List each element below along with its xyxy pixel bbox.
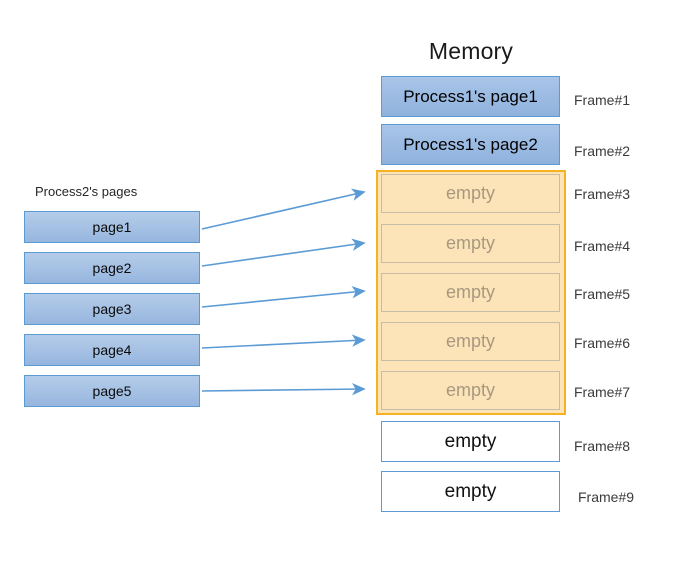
mapping-arrow-page2-frame4 — [201, 238, 366, 267]
process2-pages-label: Process2's pages — [35, 184, 138, 199]
process2-page-5-label: page5 — [92, 383, 132, 399]
memory-frame-4-content: empty — [445, 233, 496, 253]
process2-page-5[interactable]: page5 — [24, 375, 200, 407]
process2-page-3[interactable]: page3 — [24, 293, 200, 325]
memory-frame-8-content: empty — [444, 430, 497, 452]
memory-frame-8-label: Frame#8 — [574, 438, 631, 454]
memory-frame-1-label: Frame#1 — [574, 92, 631, 108]
memory-frame-5-content: empty — [445, 282, 496, 302]
memory-frame-6[interactable]: empty — [381, 322, 560, 361]
mapping-arrow-page4-frame6 — [201, 334, 366, 349]
memory-frame-2[interactable]: Process1's page2 — [381, 124, 560, 165]
memory-frame-7-content: empty — [445, 380, 496, 400]
memory-frame-4[interactable]: empty — [381, 224, 560, 263]
process2-page-2[interactable]: page2 — [24, 252, 200, 284]
memory-frame-1[interactable]: Process1's page1 — [381, 76, 560, 117]
process2-page-1[interactable]: page1 — [24, 211, 200, 243]
process2-page-2-label: page2 — [92, 260, 132, 276]
memory-frame-3[interactable]: empty — [381, 174, 560, 213]
memory-title: Memory — [428, 38, 514, 64]
memory-frame-3-label: Frame#3 — [574, 186, 631, 202]
memory-frame-2-content: Process1's page2 — [403, 134, 538, 154]
memory-frame-9[interactable]: empty — [381, 471, 560, 512]
mapping-arrow-page3-frame5 — [201, 285, 366, 308]
memory-frame-5-label: Frame#5 — [574, 286, 631, 302]
memory-frame-9-label: Frame#9 — [578, 489, 635, 505]
memory-frame-6-label: Frame#6 — [574, 335, 631, 351]
memory-frame-4-label: Frame#4 — [574, 238, 631, 254]
memory-frame-7[interactable]: empty — [381, 371, 560, 410]
memory-frame-7-label: Frame#7 — [574, 384, 631, 400]
memory-frame-8[interactable]: empty — [381, 421, 560, 462]
process2-page-4-label: page4 — [92, 342, 132, 358]
process2-page-3-label: page3 — [92, 301, 132, 317]
process2-page-1-label: page1 — [92, 219, 132, 235]
process2-page-4[interactable]: page4 — [24, 334, 200, 366]
memory-frame-9-content: empty — [444, 480, 497, 502]
memory-frame-3-content: empty — [445, 183, 496, 203]
memory-frame-1-content: Process1's page1 — [403, 86, 538, 106]
memory-frame-6-content: empty — [445, 331, 496, 351]
mapping-arrow-page5-frame7 — [201, 382, 366, 396]
mapping-arrow-page1-frame3 — [201, 188, 366, 230]
memory-frame-2-label: Frame#2 — [574, 143, 631, 159]
memory-frame-5[interactable]: empty — [381, 273, 560, 312]
